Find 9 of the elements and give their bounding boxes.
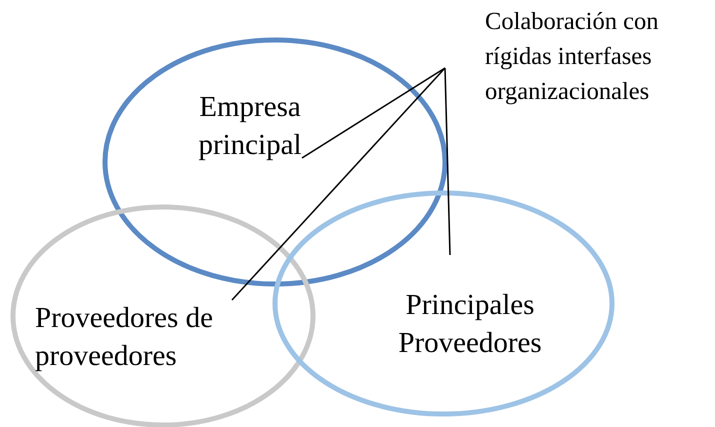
ellipse [105,40,445,284]
ellipse [275,193,612,414]
ellipse-label: Principales Proveedores [397,288,543,361]
leader-line [231,68,446,300]
ellipse-label: Proveedores de proveedores [35,301,214,374]
ellipse-label: Empresa principal [197,90,303,163]
callout-text: Colaboración con rígidas interfases organizacionales [485,7,660,107]
leader-line [302,67,446,159]
leader-line [444,68,451,256]
